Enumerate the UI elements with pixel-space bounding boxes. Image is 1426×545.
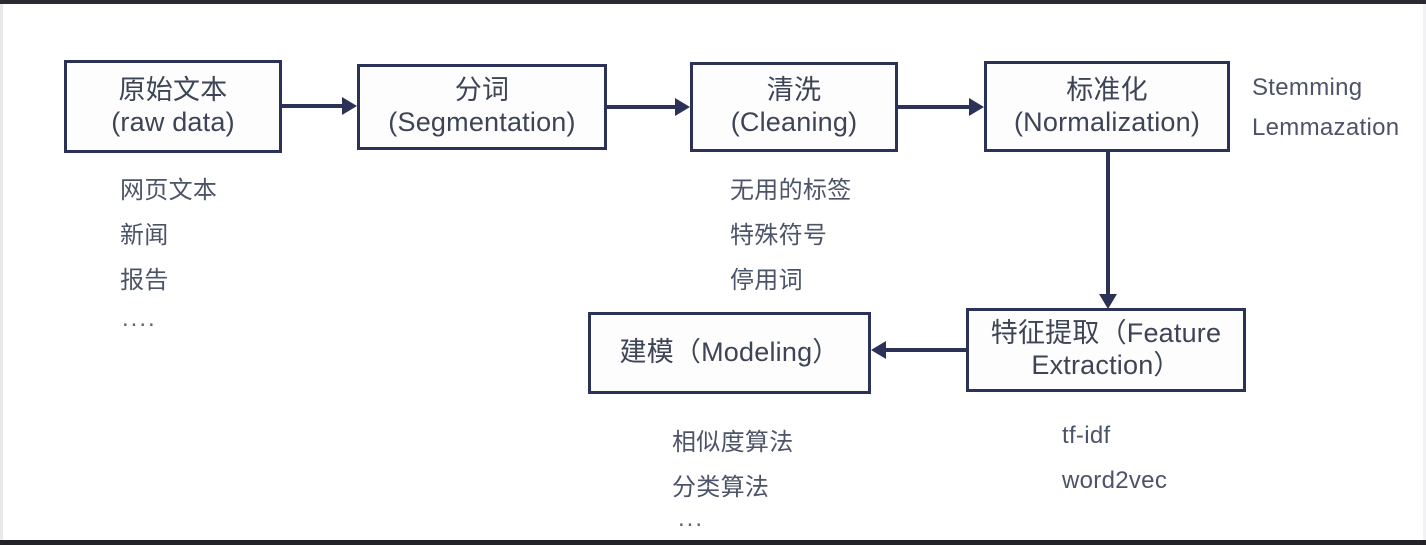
- arrowhead-cleaning-to-normalization-icon: [969, 98, 984, 116]
- note-normalization-example-1: Lemmazation: [1252, 114, 1400, 141]
- note-cleaning-example-2: 停用词: [730, 267, 803, 294]
- node-raw-text-label-cn: 原始文本: [118, 74, 228, 105]
- node-cleaning-label-cn: 清洗: [766, 75, 822, 106]
- note-cleaning-example-0: 无用的标签: [730, 177, 852, 204]
- node-raw-text: 原始文本 (raw data): [64, 60, 282, 153]
- node-modeling-label: 建模（Modeling）: [619, 337, 840, 368]
- node-segmentation-label-en: (Segmentation): [388, 107, 576, 137]
- arrowhead-normalization-to-feature-extraction-icon: [1099, 294, 1117, 309]
- node-modeling: 建模（Modeling）: [588, 312, 871, 394]
- connector-segmentation-to-cleaning: [607, 105, 675, 109]
- arrowhead-feature-extraction-to-modeling-icon: [871, 341, 886, 359]
- node-normalization-label-cn: 标准化: [1066, 74, 1148, 105]
- note-modeling-example-1: 分类算法: [672, 474, 770, 501]
- node-normalization: 标准化 (Normalization): [984, 61, 1230, 152]
- node-feature-extraction: 特征提取（Feature Extraction）: [966, 308, 1246, 392]
- arrowhead-raw-to-segmentation-icon: [342, 97, 357, 115]
- note-raw-example-0: 网页文本: [120, 177, 218, 204]
- note-modeling-example-2: ...: [678, 505, 705, 532]
- note-normalization-example-0: Stemming: [1252, 74, 1363, 101]
- connector-cleaning-to-normalization: [898, 105, 969, 109]
- connector-normalization-to-feature-extraction: [1106, 152, 1110, 294]
- node-feature-extraction-label-line2: Extraction）: [1031, 350, 1181, 380]
- node-cleaning-label-en: (Cleaning): [730, 107, 858, 137]
- note-raw-example-3: ....: [122, 305, 157, 332]
- arrowhead-segmentation-to-cleaning-icon: [675, 98, 690, 116]
- frame-edge-bottom: [0, 540, 1426, 545]
- note-feature-example-1: word2vec: [1062, 467, 1168, 494]
- node-feature-extraction-label-line1: 特征提取（Feature: [990, 318, 1222, 349]
- frame-edge-right: [1423, 4, 1426, 540]
- frame-edge-top: [0, 0, 1426, 4]
- note-feature-example-0: tf-idf: [1062, 422, 1111, 449]
- node-raw-text-label-en: (raw data): [111, 106, 235, 137]
- note-modeling-example-0: 相似度算法: [672, 429, 794, 456]
- connector-feature-extraction-to-modeling: [886, 348, 966, 352]
- frame-edge-left: [0, 4, 3, 540]
- note-raw-example-2: 报告: [120, 267, 169, 294]
- node-normalization-label-en: (Normalization): [1013, 106, 1201, 137]
- node-segmentation: 分词 (Segmentation): [357, 64, 607, 150]
- node-segmentation-label-cn: 分词: [454, 75, 510, 106]
- node-cleaning: 清洗 (Cleaning): [690, 62, 898, 152]
- connector-raw-to-segmentation: [282, 104, 342, 108]
- note-cleaning-example-1: 特殊符号: [730, 222, 828, 249]
- note-raw-example-1: 新闻: [120, 222, 169, 249]
